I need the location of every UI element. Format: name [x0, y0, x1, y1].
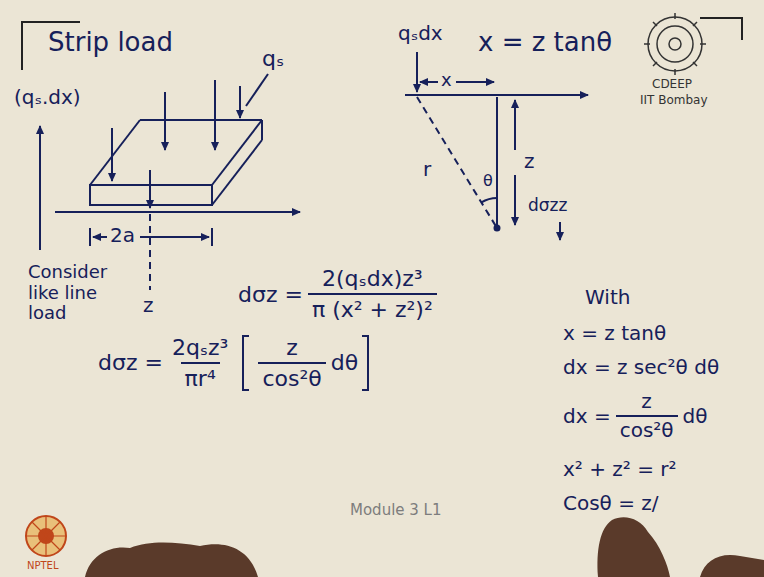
handwritten-text: With	[585, 286, 630, 309]
handwritten-text: x = z tanθ	[478, 28, 612, 58]
handwritten-text: dx = z sec²θ dθ	[563, 356, 719, 379]
frame-corner	[700, 18, 742, 40]
equation-row: dx =zcos²θdθ	[563, 390, 708, 442]
equation-text: dσz =	[98, 350, 163, 375]
handwritten-text: z	[143, 294, 154, 317]
handwritten-text: θ	[483, 172, 493, 190]
fraction-numerator: z	[282, 335, 302, 362]
handwritten-text: 2a	[110, 224, 135, 247]
fraction-numerator: z	[637, 390, 656, 415]
handwritten-text: z	[524, 150, 535, 173]
fraction: 2qₛz³πr⁴	[168, 335, 233, 392]
fraction: zcos²θ	[616, 390, 678, 442]
logo-text: CDEEP	[652, 78, 692, 92]
fraction-denominator: πr⁴	[181, 362, 220, 391]
equation-text: dσz =	[238, 282, 303, 307]
cdeep-logo	[644, 13, 706, 75]
handwritten-text: r	[423, 158, 431, 181]
handwritten-text: Cosθ = z/	[563, 492, 659, 515]
handwritten-text: qₛdx	[398, 22, 443, 45]
fraction-denominator: π (x² + z²)²	[308, 293, 437, 322]
handwritten-text: dσzz	[528, 196, 567, 216]
fraction-numerator: 2(qₛdx)z³	[318, 266, 427, 293]
line-load-geometry	[405, 52, 588, 240]
equation-row: dσz =2(qₛdx)z³π (x² + z²)²	[238, 266, 442, 323]
logo-text: IIT Bombay	[640, 94, 708, 108]
handwritten-text: x² + z² = r²	[563, 458, 677, 481]
fraction-denominator: cos²θ	[616, 415, 678, 442]
handwritten-text: Consider like line load	[28, 262, 128, 324]
equation-row: dσz =2qₛz³πr⁴ zcos²θdθ	[98, 334, 374, 392]
fraction-numerator: 2qₛz³	[168, 335, 233, 362]
fraction: zcos²θ	[258, 335, 325, 392]
fraction-denominator: cos²θ	[258, 362, 325, 391]
logo-text: NPTEL	[27, 560, 59, 572]
equation-text: dx =	[563, 405, 611, 428]
equation-text: dθ	[683, 405, 708, 428]
fraction: 2(qₛdx)z³π (x² + z²)²	[308, 266, 437, 323]
math-bracket	[361, 334, 371, 392]
nptel-logo	[26, 516, 66, 556]
equation-text: dθ	[331, 350, 358, 375]
lecturer-hands	[85, 517, 764, 577]
math-bracket	[240, 334, 250, 392]
handwritten-text: x = z tanθ	[563, 322, 666, 345]
page-note: Module 3 L1	[350, 502, 442, 519]
handwritten-text: qₛ	[262, 46, 284, 71]
handwritten-text: Strip load	[48, 28, 173, 58]
handwritten-text: x	[441, 70, 452, 91]
handwritten-text: (qₛ.dx)	[14, 86, 81, 109]
